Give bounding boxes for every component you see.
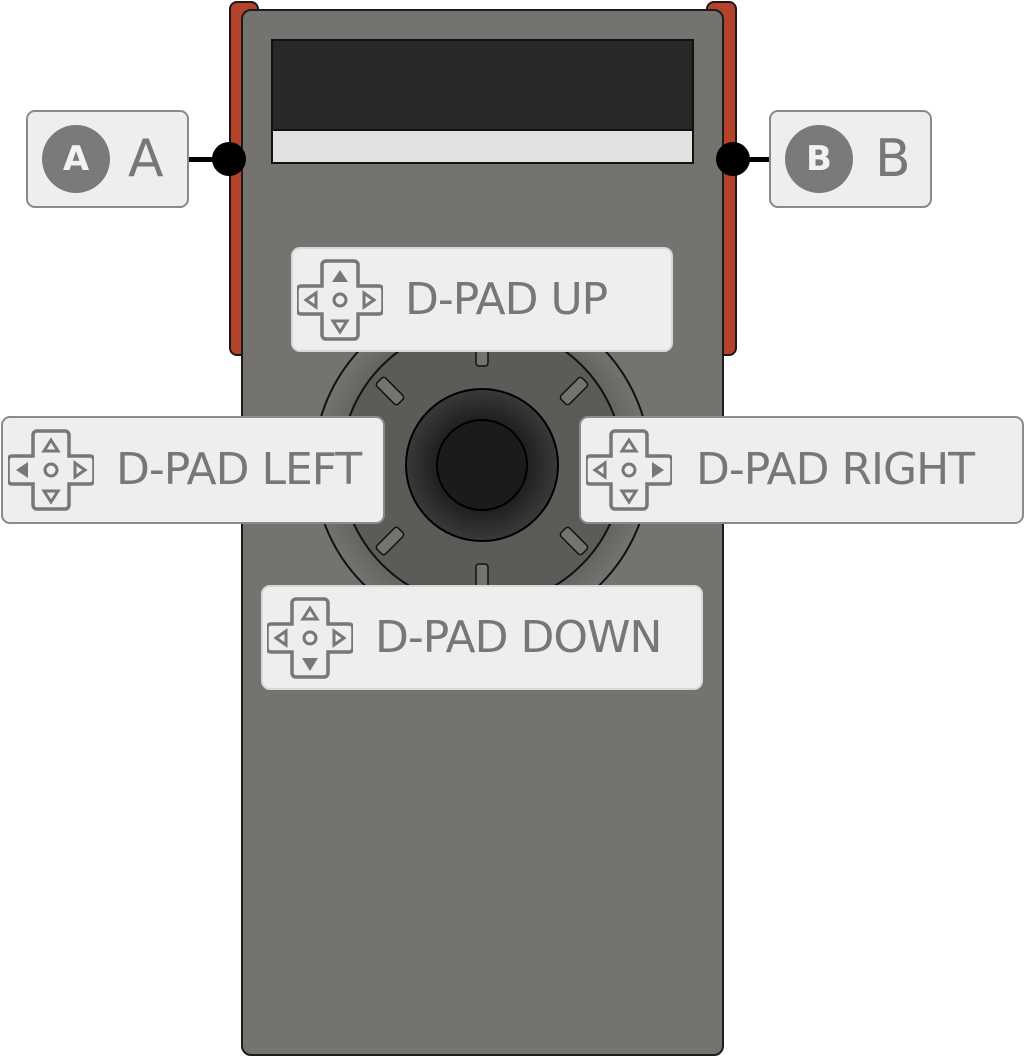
dpad-down-text: D-PAD DOWN <box>375 611 662 663</box>
dpad-left-icon <box>8 429 94 511</box>
dpad-up-text: D-PAD UP <box>405 273 608 325</box>
joystick-dial[interactable] <box>300 290 664 640</box>
button-b-badge-icon: B <box>785 125 853 193</box>
button-a-badge-icon: A <box>42 125 110 193</box>
dpad-down-label[interactable]: D-PAD DOWN <box>261 585 703 690</box>
dpad-up-icon <box>297 258 383 341</box>
button-a-label[interactable]: A A <box>26 110 189 208</box>
device-screen <box>271 39 694 164</box>
screen-status-strip <box>273 129 692 162</box>
button-b-connector <box>745 157 773 162</box>
dial-tick-marks <box>375 341 589 589</box>
dpad-right-icon <box>586 429 672 511</box>
button-b-label[interactable]: B B <box>769 110 932 208</box>
dpad-left-label[interactable]: D-PAD LEFT <box>1 416 385 524</box>
button-a-connector <box>186 157 216 162</box>
dpad-right-label[interactable]: D-PAD RIGHT <box>579 416 1024 524</box>
button-a-anchor <box>212 142 246 176</box>
dpad-right-text: D-PAD RIGHT <box>696 444 975 495</box>
button-b-text: B <box>875 129 911 189</box>
button-b-anchor <box>716 142 750 176</box>
dpad-up-label[interactable]: D-PAD UP <box>291 247 673 352</box>
button-a-text: A <box>128 129 164 189</box>
dpad-down-icon <box>267 596 353 679</box>
dpad-left-text: D-PAD LEFT <box>116 444 362 495</box>
